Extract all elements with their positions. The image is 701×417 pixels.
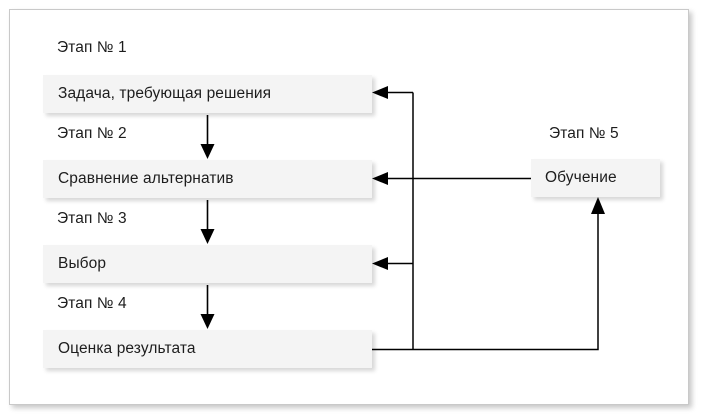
arrowhead-down-stage4 [200,314,215,329]
arrowhead-left-stage1 [372,86,388,99]
process-box-stage-5[interactable]: Обучение [531,159,660,197]
process-box-label-1: Задача, требующая решения [58,85,272,103]
stage-caption-2: Этап № 2 [57,125,127,142]
process-box-stage-3[interactable]: Выбор [43,245,372,283]
process-box-stage-1[interactable]: Задача, требующая решения [43,75,372,113]
arrowhead-up-stage5 [591,197,605,214]
stage-caption-1: Этап № 1 [57,39,127,56]
arrowhead-down-stage2 [200,144,215,159]
process-box-label-3: Выбор [58,255,107,273]
process-box-stage-4[interactable]: Оценка результата [43,330,372,368]
process-box-label-4: Оценка результата [58,340,196,358]
stage-caption-5: Этап № 5 [549,125,619,142]
stage-caption-4: Этап № 4 [57,295,127,312]
process-box-label-2: Сравнение альтернатив [58,170,234,188]
arrowhead-left-stage3 [372,257,388,270]
arrowhead-left-stage2 [372,172,388,185]
process-box-stage-2[interactable]: Сравнение альтернатив [43,160,372,198]
stage-caption-3: Этап № 3 [57,210,127,227]
arrowhead-down-stage3 [200,229,215,244]
process-box-label-5: Обучение [545,169,617,187]
feedback-return-path [372,212,599,351]
